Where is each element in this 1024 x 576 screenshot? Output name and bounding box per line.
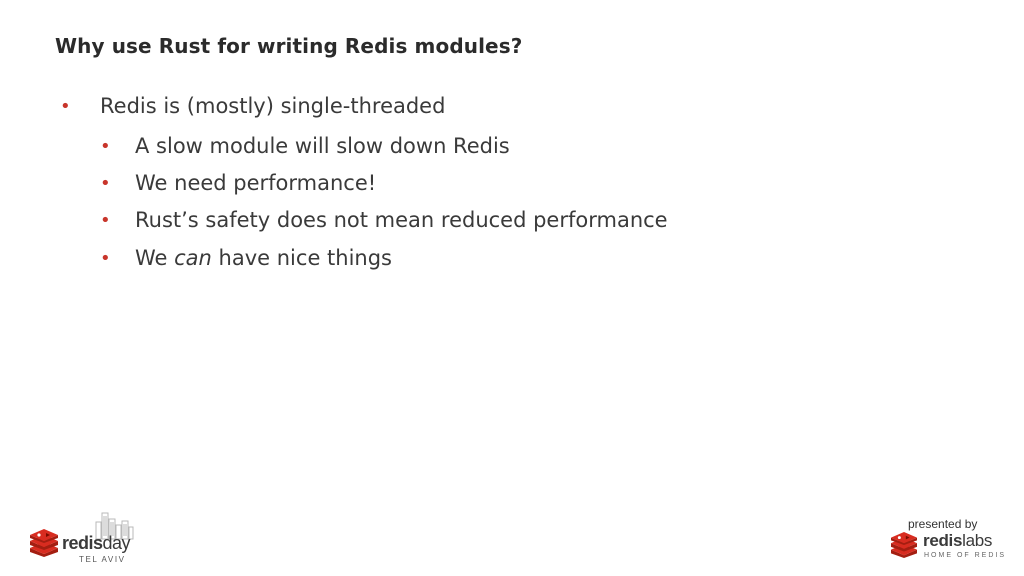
bullet-dot-icon: • (100, 172, 111, 194)
presented-by-label: presented by (908, 517, 978, 531)
bullet-dot-icon: • (100, 135, 111, 157)
bullet-text: A slow module will slow down Redis (135, 134, 510, 158)
bullet-text-after: have nice things (211, 246, 392, 270)
slide-title: Why use Rust for writing Redis modules? (55, 34, 523, 58)
bullet-text-emphasis: can (174, 246, 212, 270)
wordmark-light: day (102, 533, 131, 553)
wordmark-bold: redis (923, 531, 963, 550)
bullet-text: We can have nice things (135, 246, 392, 270)
bullet-item: • A slow module will slow down Redis (100, 134, 510, 158)
bullet-dot-icon: • (100, 209, 111, 231)
bullet-text: Rust’s safety does not mean reduced perf… (135, 208, 668, 232)
bullet-item: • Rust’s safety does not mean reduced pe… (100, 208, 668, 232)
wordmark-bold: redis (62, 533, 103, 553)
redisday-location: TEL AVIV (79, 555, 126, 564)
redislabs-wordmark: redislabs (923, 531, 992, 551)
wordmark-light: labs (962, 531, 993, 550)
city-skyline-icon (95, 512, 134, 540)
redislabs-tagline: HOME OF REDIS (924, 552, 1007, 559)
bullet-item: • We need performance! (100, 171, 376, 195)
redisday-logo: redisday TEL AVIV (28, 510, 148, 566)
redisday-wordmark: redisday (62, 533, 131, 554)
bullet-text: We need performance! (135, 171, 377, 195)
bullet-dot-icon: • (60, 95, 71, 117)
redislabs-logo: presented by redislabs HOME OF REDIS (886, 514, 1006, 564)
bullet-item: • We can have nice things (100, 246, 392, 270)
bullet-text-before: We (135, 246, 175, 270)
redis-cube-logo-icon (891, 532, 917, 558)
bullet-text: Redis is (mostly) single-threaded (100, 94, 446, 118)
bullet-dot-icon: • (100, 247, 111, 269)
bullet-item: • Redis is (mostly) single-threaded (60, 94, 445, 118)
redis-cube-logo-icon (30, 529, 58, 557)
